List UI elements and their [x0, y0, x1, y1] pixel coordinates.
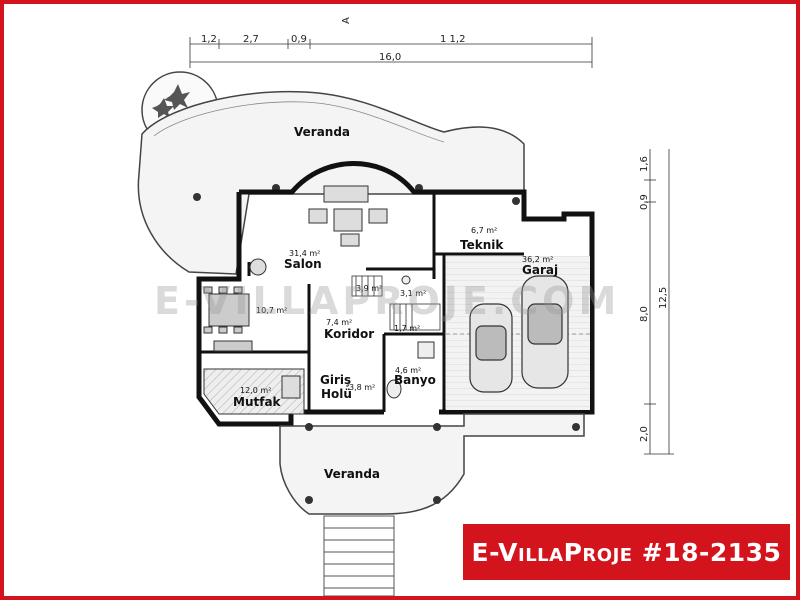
- area-mutfak: 12,0 m²: [240, 386, 271, 395]
- area-hall: 1,7 m²: [394, 324, 420, 333]
- section-mark: A: [341, 17, 352, 24]
- car-left: [469, 303, 513, 393]
- dim-top-3: 0,9: [291, 34, 307, 45]
- stairs: [351, 275, 441, 331]
- entrance-steps: [323, 515, 395, 596]
- area-garaj: 36,2 m²: [522, 255, 553, 264]
- area-dining: 10,7 m²: [256, 306, 287, 315]
- label-veranda-bottom: Veranda: [324, 467, 380, 481]
- area-salon: 31,4 m²: [289, 249, 320, 258]
- floor-plan: 1,2 2,7 0,9 1 1,2 16,0 A 1,6 0,9 8,0 2,0…: [137, 17, 674, 596]
- floor-plan-frame: 1,2 2,7 0,9 1 1,2 16,0 A 1,6 0,9 8,0 2,0…: [4, 4, 796, 596]
- dim-right-1: 1,6: [639, 156, 650, 172]
- dim-right-4: 2,0: [639, 426, 650, 442]
- label-holu: Holü: [321, 387, 352, 401]
- dim-top-2: 2,7: [243, 34, 259, 45]
- area-banyo: 4,6 m²: [395, 366, 421, 375]
- label-veranda-top: Veranda: [294, 125, 350, 139]
- label-garaj: Garaj: [522, 263, 558, 277]
- dim-right-total: 12,5: [658, 287, 669, 309]
- label-mutfak: Mutfak: [233, 395, 282, 409]
- veranda-top-area: [137, 90, 525, 275]
- salon-furniture: [249, 185, 388, 276]
- right-dimensions: [644, 149, 674, 455]
- dim-right-3: 8,0: [639, 306, 650, 322]
- area-teknik: 6,7 m²: [471, 226, 497, 235]
- label-giris: Giriş: [320, 373, 351, 387]
- area-koridor: 7,4 m²: [326, 318, 352, 327]
- area-wc: 3,1 m²: [400, 289, 426, 298]
- kitchen-counter: [203, 340, 305, 415]
- dim-top-4: 1 1,2: [440, 34, 465, 45]
- label-teknik: Teknik: [460, 238, 504, 252]
- top-dimensions: [189, 37, 593, 68]
- brand-badge: E-VillaProje #18-2135: [463, 524, 790, 580]
- area-stair: 3,9 m²: [356, 284, 382, 293]
- dim-right-2: 0,9: [639, 194, 650, 210]
- label-koridor: Koridor: [324, 327, 374, 341]
- bathroom-fixtures: [386, 275, 435, 399]
- dining-furniture: [203, 286, 250, 334]
- veranda-bottom-area: [279, 413, 585, 515]
- area-giris: 3,8 m²: [349, 383, 375, 392]
- interior-walls: [199, 192, 524, 412]
- car-right: [521, 275, 569, 389]
- dim-top-1: 1,2: [201, 34, 217, 45]
- label-salon: Salon: [284, 257, 322, 271]
- label-banyo: Banyo: [394, 373, 436, 387]
- dim-top-total: 16,0: [379, 52, 401, 63]
